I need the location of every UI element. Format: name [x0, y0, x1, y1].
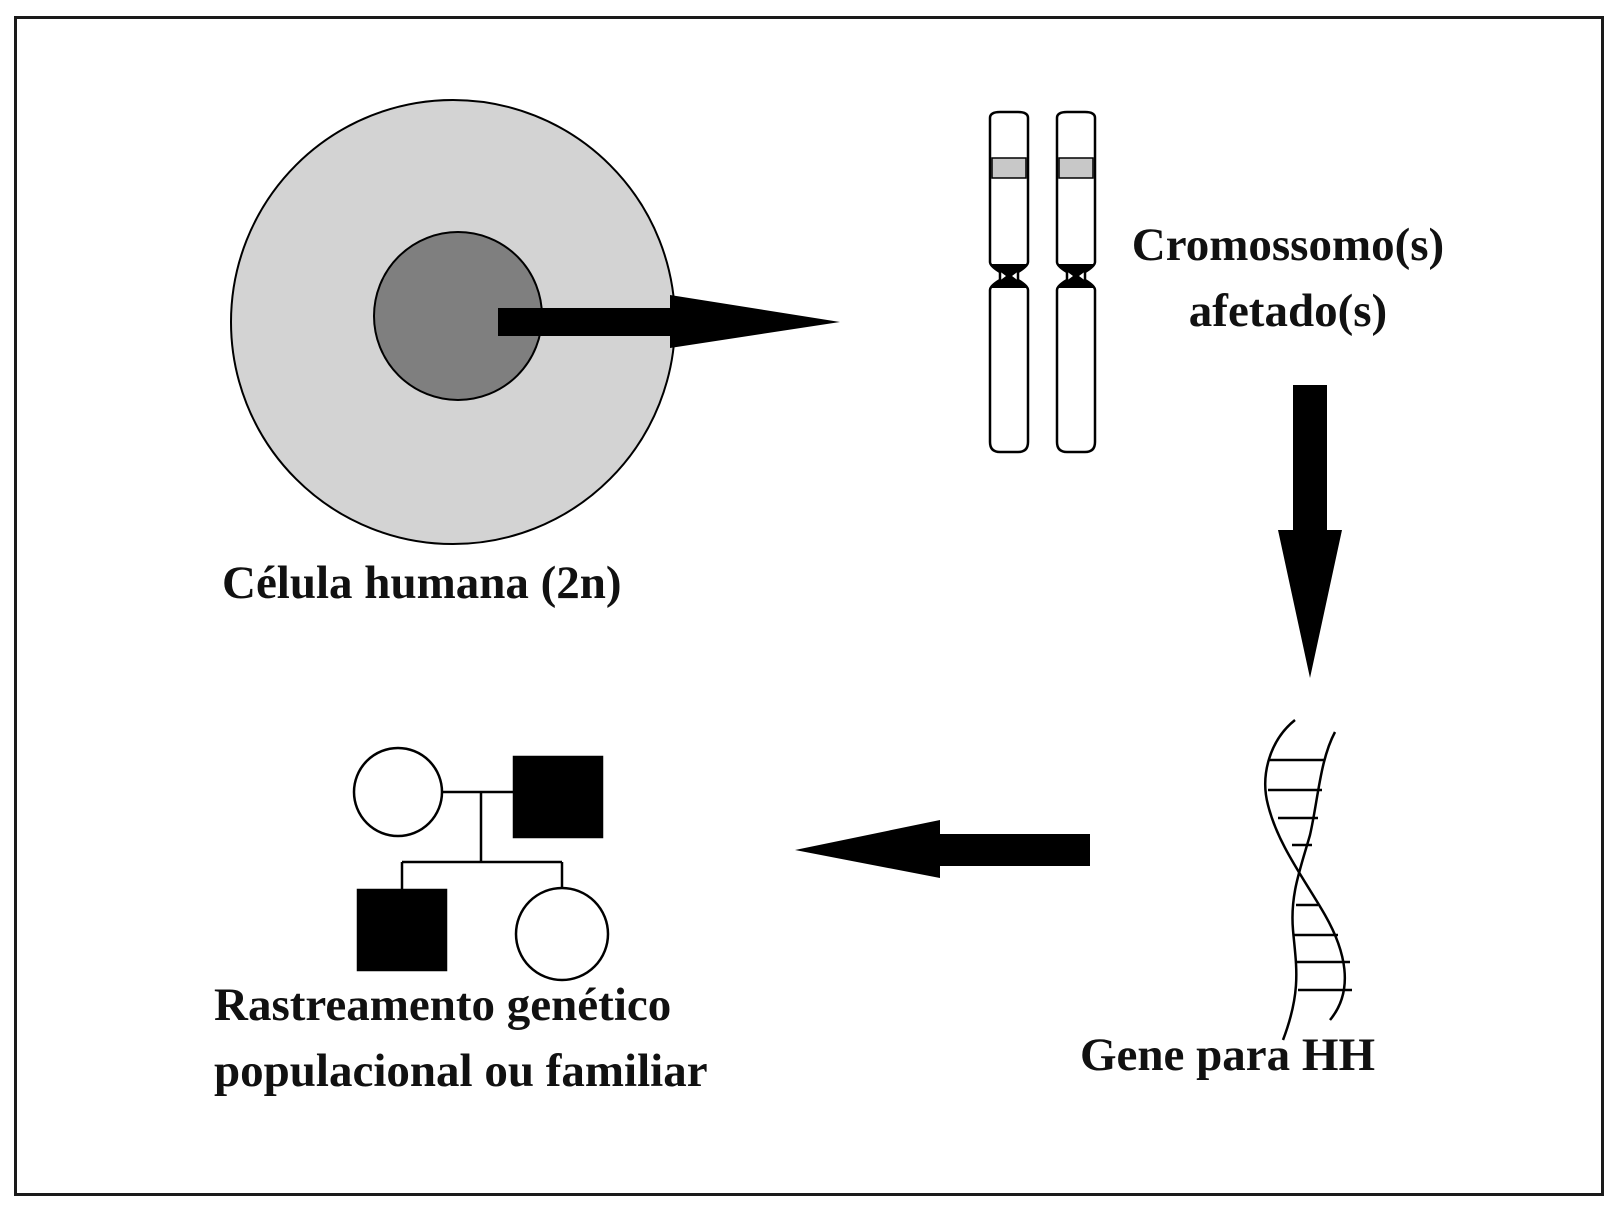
- arrow-chromosomes-to-gene: [1278, 385, 1342, 678]
- parent-unaffected-female: [352, 746, 444, 838]
- human-cell-label: Célula humana (2n): [222, 557, 622, 609]
- dna-gene-icon: [1264, 719, 1352, 1041]
- affected-chromosomes-label: Cromossomo(s) afetado(s): [1100, 212, 1476, 344]
- human-cell-icon: [230, 99, 676, 545]
- chromosome-pair-icon: [988, 110, 1097, 454]
- arrow-cell-to-chromosomes: [498, 295, 840, 348]
- child-unaffected-female: [514, 886, 610, 982]
- screening-label-line2: populacional ou familiar: [214, 1045, 708, 1097]
- arrow-gene-to-screening: [795, 820, 1090, 878]
- pedigree-chart-icon: [352, 746, 610, 982]
- parent-affected-male: [512, 755, 604, 839]
- chromosome-right: [1055, 110, 1097, 454]
- child-affected-male: [356, 888, 448, 972]
- chromosomes-label-line1: Cromossomo(s): [1131, 219, 1445, 271]
- screening-label-line1: Rastreamento genético: [214, 979, 672, 1031]
- chromosome-left: [988, 110, 1030, 454]
- genetic-screening-label: Rastreamento genético populacional ou fa…: [214, 972, 708, 1104]
- hh-gene-label: Gene para HH: [1080, 1029, 1376, 1081]
- chromosomes-label-line2: afetado(s): [1188, 285, 1388, 337]
